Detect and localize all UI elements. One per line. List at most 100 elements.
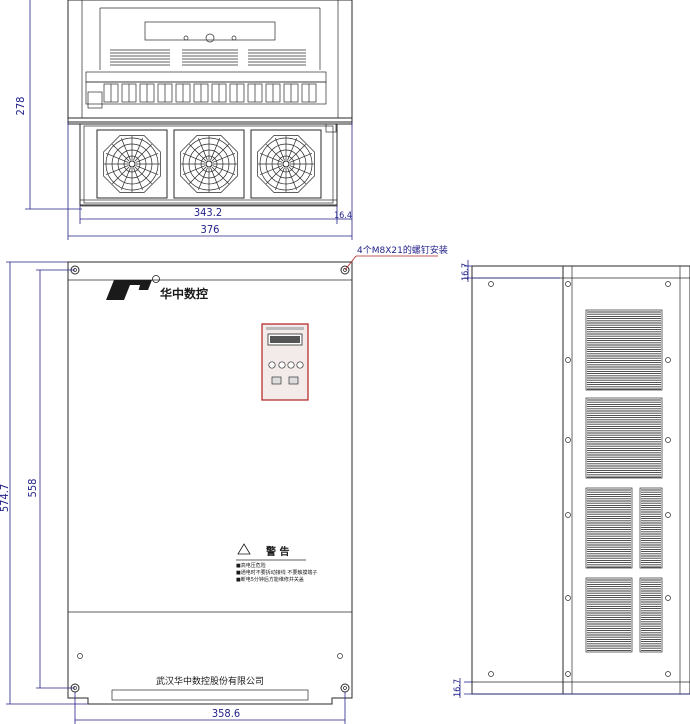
vent-grill [639, 577, 663, 653]
fan-frame [96, 129, 168, 199]
fan-spoke [105, 152, 129, 163]
terminal-block [103, 83, 317, 103]
grill-frame [585, 397, 663, 479]
fan-spoke [274, 137, 285, 161]
screw [665, 671, 671, 677]
vent-grill [585, 397, 663, 479]
fan-spoke [120, 137, 131, 161]
screw [665, 437, 671, 443]
fan-spoke [265, 166, 284, 185]
fan-spoke [134, 143, 153, 162]
grill-frame [639, 577, 663, 653]
warning-line-1: ■高电压危险 [236, 562, 266, 569]
fan-spoke [197, 167, 208, 191]
fan-frame [250, 129, 322, 199]
fan-spoke [197, 137, 208, 161]
warning-line-3: ■断电5分钟后方能维修并关盖 [236, 576, 304, 583]
fan-hub [128, 160, 136, 168]
mounting-callout: 4个M8X21的螺钉安装 [344, 244, 448, 271]
grill-frame [639, 487, 663, 569]
fan-spoke [289, 165, 313, 176]
company-name: 武汉华中数控股份有限公司 [156, 675, 264, 687]
screw [565, 512, 571, 518]
dim-side-bottom-offset: 16.7 [453, 679, 463, 697]
grill-frame [585, 487, 633, 569]
side-dimensions: 16.7 16.7 [453, 260, 690, 698]
vent-grill [585, 309, 663, 391]
screw [565, 281, 571, 287]
dim-front-hole-height: 558 [26, 479, 39, 498]
fan-spoke [134, 166, 153, 185]
vent-grill [639, 487, 663, 569]
fan-spoke [289, 152, 313, 163]
side-screws [565, 281, 671, 677]
grill-frame [585, 577, 633, 653]
fan-spoke [288, 166, 307, 185]
front-dimensions: 574.7 558 358.6 [0, 261, 346, 724]
fan-spoke [210, 137, 221, 161]
dim-side-top-offset: 16.7 [461, 263, 471, 281]
fan-spoke [120, 167, 131, 191]
fan-spoke [259, 152, 283, 163]
fan-guard [180, 135, 238, 193]
fan-spoke [212, 165, 236, 176]
fan-spoke [259, 165, 283, 176]
fan-spoke [105, 165, 129, 176]
keypad-panel [261, 323, 309, 401]
fan-spoke [210, 167, 221, 191]
top-vent-slots [110, 49, 306, 66]
fan [173, 129, 245, 199]
fan-spoke [111, 166, 130, 185]
fan-spoke [182, 152, 206, 163]
fan-spoke [188, 166, 207, 185]
fan-spoke [133, 137, 144, 161]
warning-label: 警 告 ■高电压危险 ■通电时不要拆动接线 不要触摸端子 ■断电5分钟后方能维修… [236, 543, 317, 583]
fan-spoke [135, 165, 159, 176]
top-dimensions: 278 343.2 16.4 376 [14, 0, 353, 240]
fan-spoke [287, 167, 298, 191]
screw [665, 595, 671, 601]
side-vent-grills [585, 309, 663, 653]
fan-spoke [211, 166, 230, 185]
fan-spoke [135, 152, 159, 163]
fan-spoke [182, 165, 206, 176]
vent-grill [585, 487, 633, 569]
dim-top-inner-width: 343.2 [194, 206, 222, 219]
company-logo [106, 275, 160, 300]
fan-spoke [274, 167, 285, 191]
warning-title: 警 告 [265, 545, 289, 558]
screw [565, 671, 571, 677]
fan-spoke [188, 143, 207, 162]
screw [665, 512, 671, 518]
warning-line-2: ■通电时不要拆动接线 不要触摸端子 [236, 569, 317, 576]
mounting-note: 4个M8X21的螺钉安装 [357, 244, 448, 256]
dim-top-height: 278 [14, 97, 27, 116]
fan-spoke [288, 143, 307, 162]
fan-hub [205, 160, 213, 168]
grill-frame [585, 309, 663, 391]
fan-spoke [287, 137, 298, 161]
fan-hub [282, 160, 290, 168]
fan-spoke [211, 143, 230, 162]
screw [565, 595, 571, 601]
fan-guard [257, 135, 315, 193]
vent-grill [585, 577, 633, 653]
screw [665, 357, 671, 363]
fan-guard [103, 135, 161, 193]
front-view: 华中数控 警 告 ■高电压危险 ■通电时不要拆动接线 不要触摸端子 ■断电5分钟… [67, 261, 353, 705]
fan-spoke [265, 143, 284, 162]
dim-top-offset: 16.4 [334, 211, 352, 221]
fan-spoke [133, 167, 144, 191]
fan-frame [173, 129, 245, 199]
dim-top-total-width: 376 [201, 223, 220, 236]
screw [565, 437, 571, 443]
screw [665, 281, 671, 287]
dim-front-total-height: 574.7 [0, 484, 11, 512]
fan-spoke [111, 143, 130, 162]
top-view [67, 0, 353, 207]
fan [96, 129, 168, 199]
fan [250, 129, 322, 199]
brand-name: 华中数控 [160, 286, 208, 301]
fan-spoke [212, 152, 236, 163]
cooling-fans [96, 129, 322, 199]
